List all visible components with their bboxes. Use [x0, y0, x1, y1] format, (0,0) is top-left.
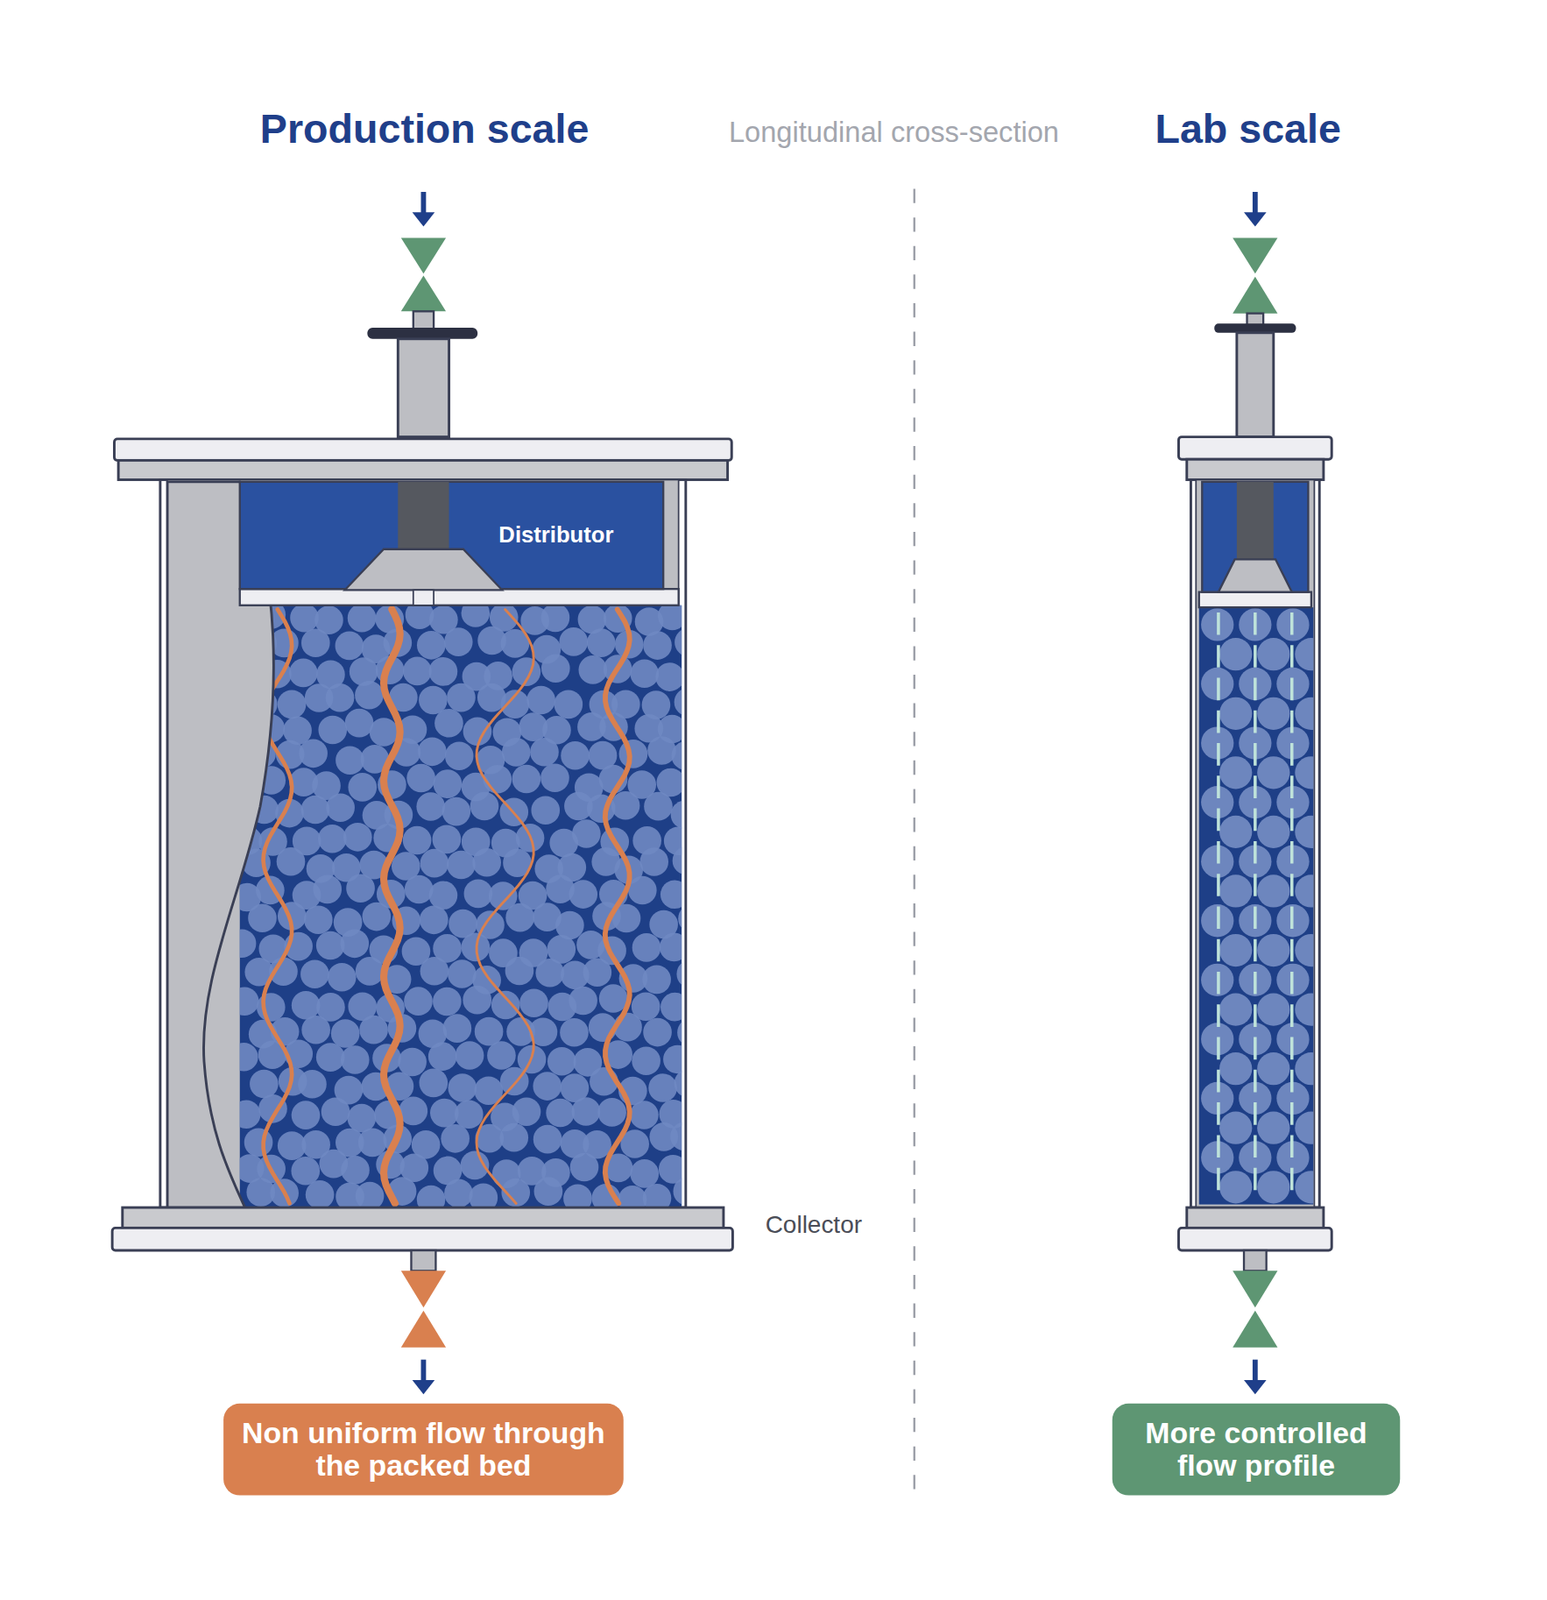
production-column: [112, 191, 733, 1496]
node-text: More controlled flow profile: [1122, 1415, 1390, 1483]
divider: [913, 189, 916, 1491]
callout-box: Non uniform flow through the packed bed: [223, 1403, 624, 1496]
node-text: Distributor: [498, 522, 614, 548]
column-heading: Production scale: [260, 105, 589, 152]
node-text: Non uniform flow through the packed bed: [233, 1415, 614, 1483]
callout-box: More controlled flow profile: [1112, 1403, 1401, 1496]
lab-column: [1112, 191, 1401, 1496]
callout-ground: [1112, 1403, 1401, 1496]
part-label-box: Distributor: [453, 509, 658, 559]
callout-ground: [223, 1403, 624, 1496]
column-heading: Lab scale: [1154, 105, 1341, 152]
subtitle: Longitudinal cross-section: [728, 116, 1060, 149]
part-label: Collector: [765, 1210, 862, 1240]
